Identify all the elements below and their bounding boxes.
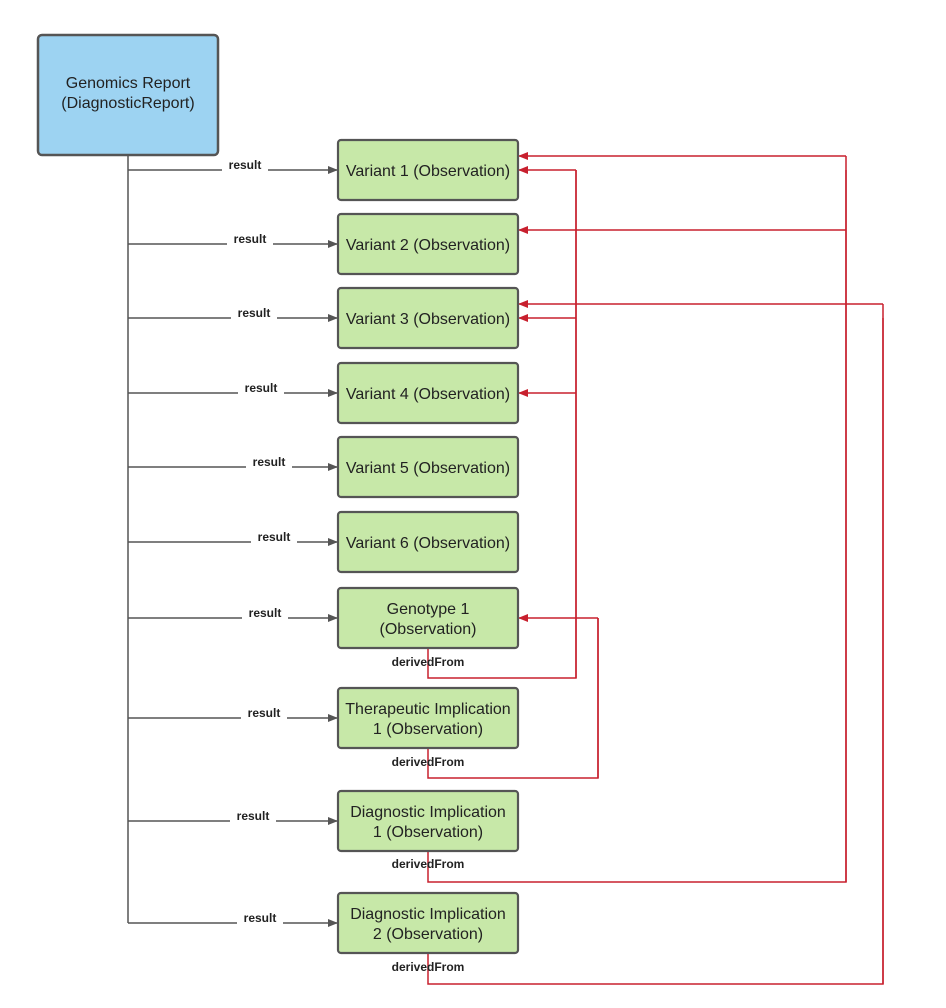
observation-box-genotype-1[interactable] [336,586,520,650]
result-label-variant-2: result [234,232,267,246]
result-label-bg-diagnostic-implication-1 [230,810,276,822]
observation-node-variant-3[interactable]: Variant 3 (Observation) [336,286,520,350]
observation-box-therapeutic-implication-1[interactable] [336,686,520,750]
observation-node-variant-6[interactable]: Variant 6 (Observation) [336,510,520,574]
observation-label-diagnostic-implication-1-line-1: Diagnostic Implication [350,804,506,821]
result-label-variant-4: result [245,381,278,395]
observation-box-diagnostic-implication-2[interactable] [336,891,520,955]
result-label-bg-diagnostic-implication-2 [237,912,283,924]
result-label-genotype-1: result [249,606,282,620]
observation-label-variant-4-line-1: Variant 4 (Observation) [346,386,510,403]
observation-label-genotype-1-line-1: Genotype 1 [387,601,470,618]
result-label-bg-variant-3 [231,307,277,319]
observation-box-variant-6[interactable] [336,510,520,574]
observation-label-diagnostic-implication-2-line-2: 2 (Observation) [373,926,483,943]
observation-node-variant-4[interactable]: Variant 4 (Observation) [336,361,520,425]
result-label-variant-1: result [229,158,262,172]
observation-node-diagnostic-implication-2[interactable]: Diagnostic Implication 2 (Observation) [336,891,520,955]
diagnostic-report-node[interactable]: Genomics Report (DiagnosticReport) [36,33,220,157]
observation-box-variant-3[interactable] [336,286,520,350]
result-label-therapeutic-implication-1: result [248,706,281,720]
observation-node-genotype-1[interactable]: Genotype 1 (Observation) [336,586,520,650]
derived-from-label-diagnostic-implication-1: derivedFrom [392,857,465,871]
observation-box-variant-1[interactable] [336,138,520,202]
observation-label-variant-6-line-1: Variant 6 (Observation) [346,535,510,552]
observation-label-therapeutic-implication-1-line-1: Therapeutic Implication [345,701,510,718]
observation-label-diagnostic-implication-2-line-1: Diagnostic Implication [350,906,506,923]
observation-label-variant-3-line-1: Variant 3 (Observation) [346,311,510,328]
observation-label-therapeutic-implication-1-line-2: 1 (Observation) [373,721,483,738]
observation-node-diagnostic-implication-1[interactable]: Diagnostic Implication 1 (Observation) [336,789,520,853]
result-label-bg-variant-4 [238,382,284,394]
edges-layer [127,152,884,985]
result-label-bg-therapeutic-implication-1 [241,707,287,719]
observation-label-variant-5-line-1: Variant 5 (Observation) [346,460,510,477]
result-label-bg-variant-6 [251,531,297,543]
observation-box-variant-4[interactable] [336,361,520,425]
observation-box-variant-5[interactable] [336,435,520,499]
diagnostic-report-type: (DiagnosticReport) [61,95,194,112]
nodes-layer: Genomics Report (DiagnosticReport) Varia… [36,33,520,955]
result-label-bg-variant-1 [222,159,268,171]
observation-box-variant-2[interactable] [336,212,520,276]
derived-from-label-diagnostic-implication-2: derivedFrom [392,960,465,974]
result-label-diagnostic-implication-2: result [244,911,277,925]
observation-box-diagnostic-implication-1[interactable] [336,789,520,853]
result-label-bg-variant-5 [246,456,292,468]
result-label-variant-3: result [238,306,271,320]
result-label-diagnostic-implication-1: result [237,809,270,823]
diagnostic-report-box[interactable] [36,33,220,157]
observation-node-variant-5[interactable]: Variant 5 (Observation) [336,435,520,499]
observation-label-variant-2-line-1: Variant 2 (Observation) [346,237,510,254]
observation-node-variant-1[interactable]: Variant 1 (Observation) [336,138,520,202]
diagnostic-report-title: Genomics Report [66,75,191,92]
result-label-bg-variant-2 [227,233,273,245]
observation-node-variant-2[interactable]: Variant 2 (Observation) [336,212,520,276]
observation-label-diagnostic-implication-1-line-2: 1 (Observation) [373,824,483,841]
labels-layer: result result result result result result resu… [222,158,464,974]
result-label-bg-genotype-1 [242,607,288,619]
result-label-variant-5: result [253,455,286,469]
derived-from-label-genotype-1: derivedFrom [392,655,465,669]
derived-from-label-therapeutic-implication-1: derivedFrom [392,755,465,769]
observation-label-variant-1-line-1: Variant 1 (Observation) [346,163,510,180]
observation-node-therapeutic-implication-1[interactable]: Therapeutic Implication 1 (Observation) [336,686,520,750]
observation-label-genotype-1-line-2: (Observation) [380,621,477,638]
result-label-variant-6: result [258,530,291,544]
